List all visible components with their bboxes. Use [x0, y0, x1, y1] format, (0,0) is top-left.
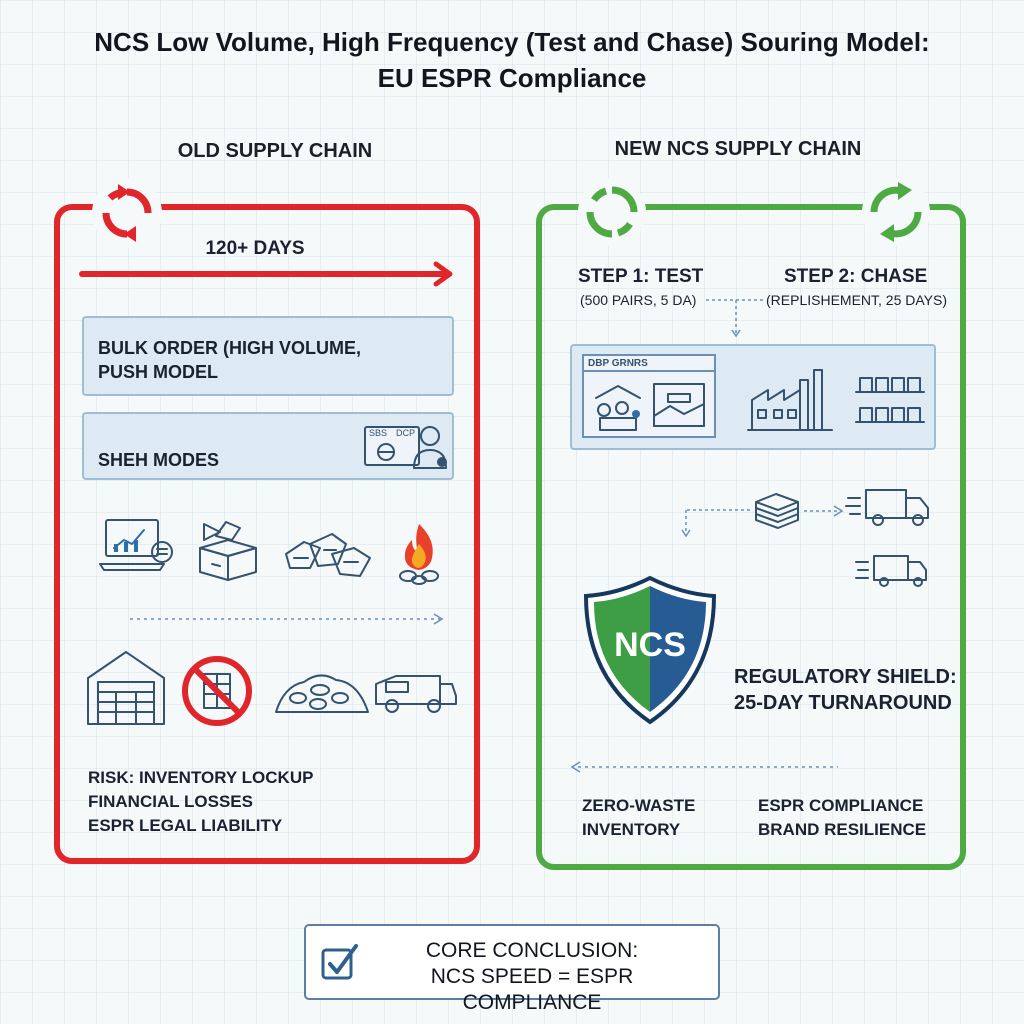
- conclusion-line1: CORE CONCLUSION:: [425, 939, 639, 962]
- outcome-left-line1: ZERO-WASTE: [582, 796, 696, 815]
- step2-detail: (REPLISHEMENT, 25 DAYS): [766, 292, 948, 308]
- fabric-to-stack-arrow: [681, 509, 750, 538]
- checkbox-icon: [321, 944, 358, 980]
- cycle-arrows-icon: [586, 186, 638, 238]
- outcome-left-line2: INVENTORY: [582, 820, 681, 839]
- delivery-truck-icon-small: [855, 555, 927, 587]
- production-box: DBP GRNRS: [570, 344, 936, 450]
- cycle-arrows-icon: [102, 184, 152, 242]
- factory-icon: [747, 369, 833, 431]
- risk-item-3: ESPR LEGAL LIABILITY: [88, 816, 283, 835]
- warehouse-icon: [87, 651, 165, 725]
- prohibited-icon: [182, 656, 252, 726]
- bulk-order-line1: BULK ORDER (HIGH VOLUME,: [98, 338, 361, 358]
- mini-screen-text2: DCP: [396, 428, 416, 438]
- outcome-right-line2: BRAND RESILIENCE: [758, 820, 927, 839]
- mini-screen-icon: SBS DCP: [364, 426, 420, 466]
- sheh-modes-box: SHEH MODES SBS DCP: [82, 412, 454, 480]
- risk-item-1: RISK: INVENTORY LOCKUP: [88, 768, 314, 787]
- shield-icon: [583, 575, 717, 725]
- old-cycle-icon-bg: [92, 178, 162, 248]
- delivery-truck-icon: [845, 489, 929, 526]
- old-supply-chain-panel: [54, 204, 480, 864]
- conclusion-line2: NCS SPEED = ESPR COMPLIANCE: [430, 965, 634, 1014]
- fire-icon: [399, 524, 439, 585]
- bulk-order-box: BULK ORDER (HIGH VOLUME, PUSH MODEL: [82, 316, 454, 396]
- shield-caption-line1: REGULATORY SHIELD:: [734, 666, 957, 688]
- step1-detail: (500 PAIRS, 5 DA): [580, 292, 697, 308]
- new-dotted-arrow: [570, 761, 838, 773]
- waste-pile-icon: [275, 674, 369, 713]
- open-box-icon: [199, 521, 257, 581]
- sheh-modes-label: SHEH MODES: [98, 450, 220, 470]
- truck-icon: [375, 675, 457, 713]
- new-cycle-icon-left-bg: [578, 178, 646, 246]
- design-window: DBP GRNRS: [582, 354, 716, 438]
- mini-screen-text1: SBS: [369, 428, 388, 438]
- step1-title: STEP 1: TEST: [578, 266, 704, 287]
- design-board-icon: [653, 383, 705, 427]
- new-cycle-icon-right-bg: [862, 178, 930, 246]
- old-chain-heading: OLD SUPPLY CHAIN: [177, 140, 373, 162]
- page-title: NCS Low Volume, High Frequency (Test and…: [94, 27, 930, 93]
- design-team-icon: [595, 385, 641, 431]
- cycle-arrows-icon: [870, 182, 922, 242]
- shelves-icon: [855, 377, 925, 423]
- timeline-label: 120+ DAYS: [205, 238, 305, 259]
- fabric-stack-icon: [755, 493, 799, 529]
- shield-caption-line2: 25-DAY TURNAROUND: [734, 692, 952, 714]
- risk-item-2: FINANCIAL LOSSES: [88, 792, 253, 811]
- stack-to-truck-arrow: [804, 505, 844, 517]
- step2-title: STEP 2: CHASE: [784, 266, 928, 287]
- globe-icon: [377, 443, 395, 461]
- timeline-arrow: [79, 261, 453, 287]
- bulk-order-line2: PUSH MODEL: [98, 362, 219, 382]
- laptop-chart-icon: [99, 519, 173, 571]
- shield-text: NCS: [614, 626, 686, 664]
- clothes-pile-icon: [285, 533, 371, 577]
- old-dotted-arrow: [130, 613, 444, 625]
- core-conclusion-box: CORE CONCLUSION: NCS SPEED = ESPR COMPLI…: [304, 924, 720, 1014]
- new-supply-chain-panel: [536, 204, 966, 870]
- steps-connector: [706, 299, 764, 338]
- person-icon: [413, 426, 447, 469]
- design-window-title: DBP GRNRS: [584, 356, 714, 372]
- outcome-right-line1: ESPR COMPLIANCE: [758, 796, 924, 815]
- new-chain-heading: NEW NCS SUPPLY CHAIN: [614, 138, 862, 160]
